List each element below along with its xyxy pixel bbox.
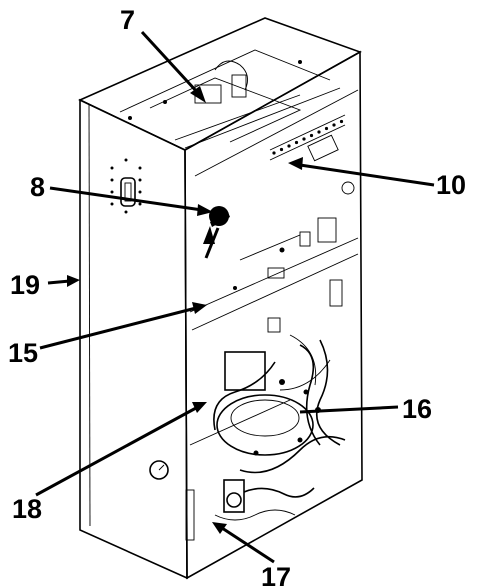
rivet-dot bbox=[138, 166, 142, 170]
cabinet-outline bbox=[78, 17, 363, 580]
arrowhead-10 bbox=[288, 157, 303, 170]
terminal-dot bbox=[324, 126, 329, 131]
callout-18-label: 18 bbox=[12, 494, 42, 524]
arrowhead-17 bbox=[212, 522, 227, 534]
callout-10: 10 bbox=[288, 157, 466, 200]
terminal-dot bbox=[309, 133, 314, 138]
arrowhead-7 bbox=[190, 86, 206, 103]
callout-8-label: 8 bbox=[30, 172, 45, 202]
bottom-valve-assembly bbox=[185, 479, 315, 541]
rivet-dot bbox=[138, 202, 142, 206]
top-deck-components bbox=[119, 49, 341, 149]
rivet-dot bbox=[138, 190, 142, 194]
callout-18: 18 bbox=[12, 402, 207, 524]
callout-7-label: 7 bbox=[120, 5, 135, 35]
terminal-dot bbox=[317, 130, 321, 134]
upper-compartment-parts bbox=[233, 217, 337, 290]
arrowhead-8 bbox=[197, 204, 213, 216]
callout-8: 8 bbox=[30, 172, 220, 259]
rivet-dot bbox=[124, 158, 128, 162]
terminal-dot bbox=[272, 151, 276, 155]
front-gauge bbox=[149, 460, 169, 480]
arrowhead-19 bbox=[67, 275, 80, 287]
rivet-dot bbox=[110, 178, 114, 182]
compressor-assembly bbox=[213, 279, 346, 474]
leader-line-17 bbox=[221, 526, 275, 564]
rivet-dot bbox=[124, 210, 128, 214]
leader-line-10 bbox=[299, 163, 435, 187]
callout-19: 19 bbox=[10, 270, 80, 300]
terminal-dot bbox=[302, 137, 306, 141]
callout-16: 16 bbox=[299, 394, 432, 424]
rivet-dot bbox=[110, 190, 114, 194]
callout-7: 7 bbox=[120, 5, 206, 103]
callout-15: 15 bbox=[8, 302, 207, 368]
callout-17: 17 bbox=[212, 522, 291, 588]
rivet-dot bbox=[110, 202, 114, 206]
leader-line-8 bbox=[49, 186, 203, 212]
terminal-strip bbox=[269, 114, 346, 162]
front-latch bbox=[120, 177, 136, 207]
side-panel-dividers bbox=[189, 89, 359, 446]
callout-19-label: 19 bbox=[10, 270, 40, 300]
arrowhead-18 bbox=[192, 402, 207, 413]
leader-line-18 bbox=[35, 406, 197, 497]
terminal-dot bbox=[339, 119, 344, 124]
callout-16-label: 16 bbox=[402, 394, 432, 424]
callout-17-label: 17 bbox=[261, 562, 291, 588]
rivet-dot bbox=[110, 166, 114, 170]
terminal-dot bbox=[287, 144, 291, 148]
terminal-dot bbox=[279, 147, 284, 152]
terminal-dot bbox=[294, 140, 299, 145]
terminal-dot bbox=[332, 123, 336, 127]
leader-line-7 bbox=[140, 30, 200, 95]
control-knob bbox=[209, 206, 230, 227]
arrowhead-15 bbox=[192, 302, 207, 314]
leader-line-19 bbox=[47, 279, 71, 285]
callout-10-label: 10 bbox=[436, 170, 466, 200]
leader-line-15 bbox=[39, 306, 197, 350]
rivet-dot bbox=[138, 178, 142, 182]
leader-line-16 bbox=[299, 405, 399, 414]
front-rivet-pattern bbox=[110, 158, 142, 214]
callout-15-label: 15 bbox=[8, 338, 38, 368]
arrowhead-8b bbox=[203, 226, 215, 244]
